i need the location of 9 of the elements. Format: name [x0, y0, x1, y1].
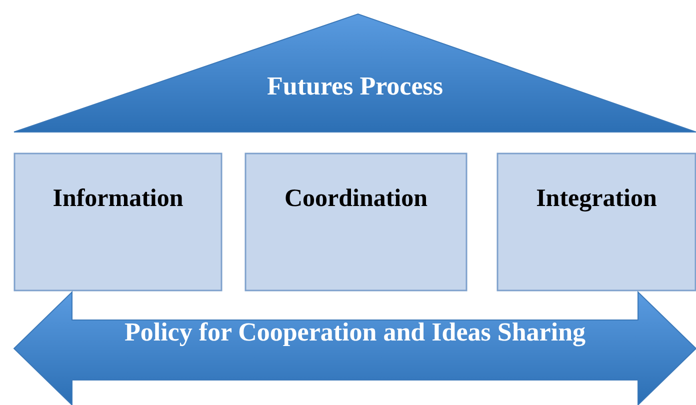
node-label: Policy for Cooperation and Ideas Sharing — [123, 316, 587, 348]
node-label: Integration — [535, 184, 658, 214]
node-label: Coordination — [283, 184, 429, 214]
node-label: Futures Process — [266, 70, 444, 102]
process-box — [14, 153, 222, 291]
node-label: Information — [52, 184, 184, 214]
roof-triangle — [14, 14, 696, 132]
double-arrow — [14, 292, 696, 405]
process-box — [245, 153, 467, 291]
